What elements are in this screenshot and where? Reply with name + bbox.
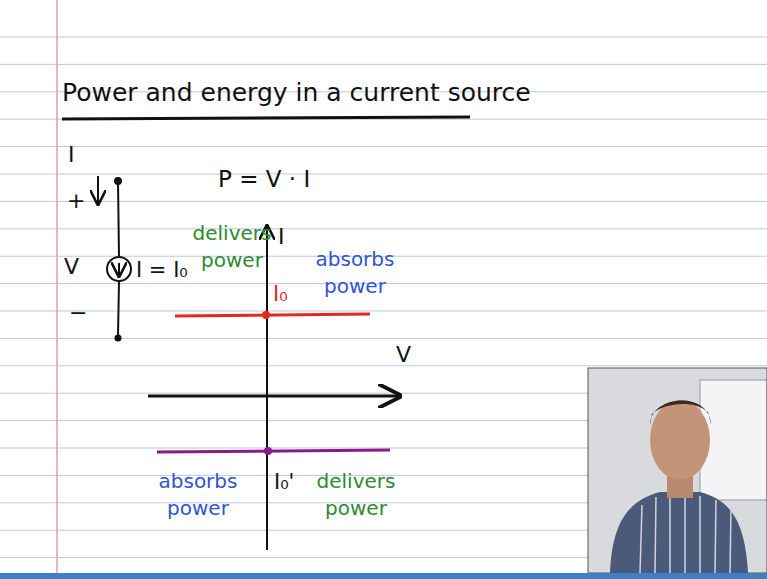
ruled-line: [0, 37, 767, 38]
current-label: I: [68, 140, 75, 170]
ruled-line: [0, 228, 767, 229]
title-underline: [62, 117, 470, 119]
intercept-label: I₀: [273, 280, 288, 308]
axis-label: V: [396, 340, 411, 370]
ruled-line: [0, 146, 767, 147]
current-axis: [266, 226, 268, 550]
intercept-dot: [262, 311, 270, 319]
intercept-label: I₀': [274, 468, 294, 496]
polarity-sign: +: [67, 186, 85, 216]
power-formula: P = V · I: [218, 164, 310, 195]
region-label: delivers power: [182, 220, 282, 274]
voltage-axis: [148, 395, 400, 398]
ruled-line: [0, 64, 767, 65]
source-value: I = I₀: [136, 256, 188, 284]
ruled-line: [0, 201, 767, 202]
page-title: Power and energy in a current source: [62, 76, 531, 110]
characteristic-line: [157, 450, 390, 452]
ruled-line: [0, 311, 767, 312]
margin-line: [56, 0, 58, 579]
polarity-sign: −: [69, 298, 87, 328]
intercept-dot: [264, 447, 272, 455]
region-label: delivers power: [306, 468, 406, 522]
current-source-symbol: [98, 176, 131, 341]
characteristic-line: [175, 314, 370, 316]
video-inset: [0, 368, 767, 579]
region-label: absorbs power: [305, 246, 405, 300]
region-label: absorbs power: [148, 468, 248, 522]
voltage-label: V: [64, 252, 79, 282]
ruled-line: [0, 174, 767, 175]
ruled-line: [0, 365, 767, 366]
axis-label: I: [278, 222, 285, 252]
